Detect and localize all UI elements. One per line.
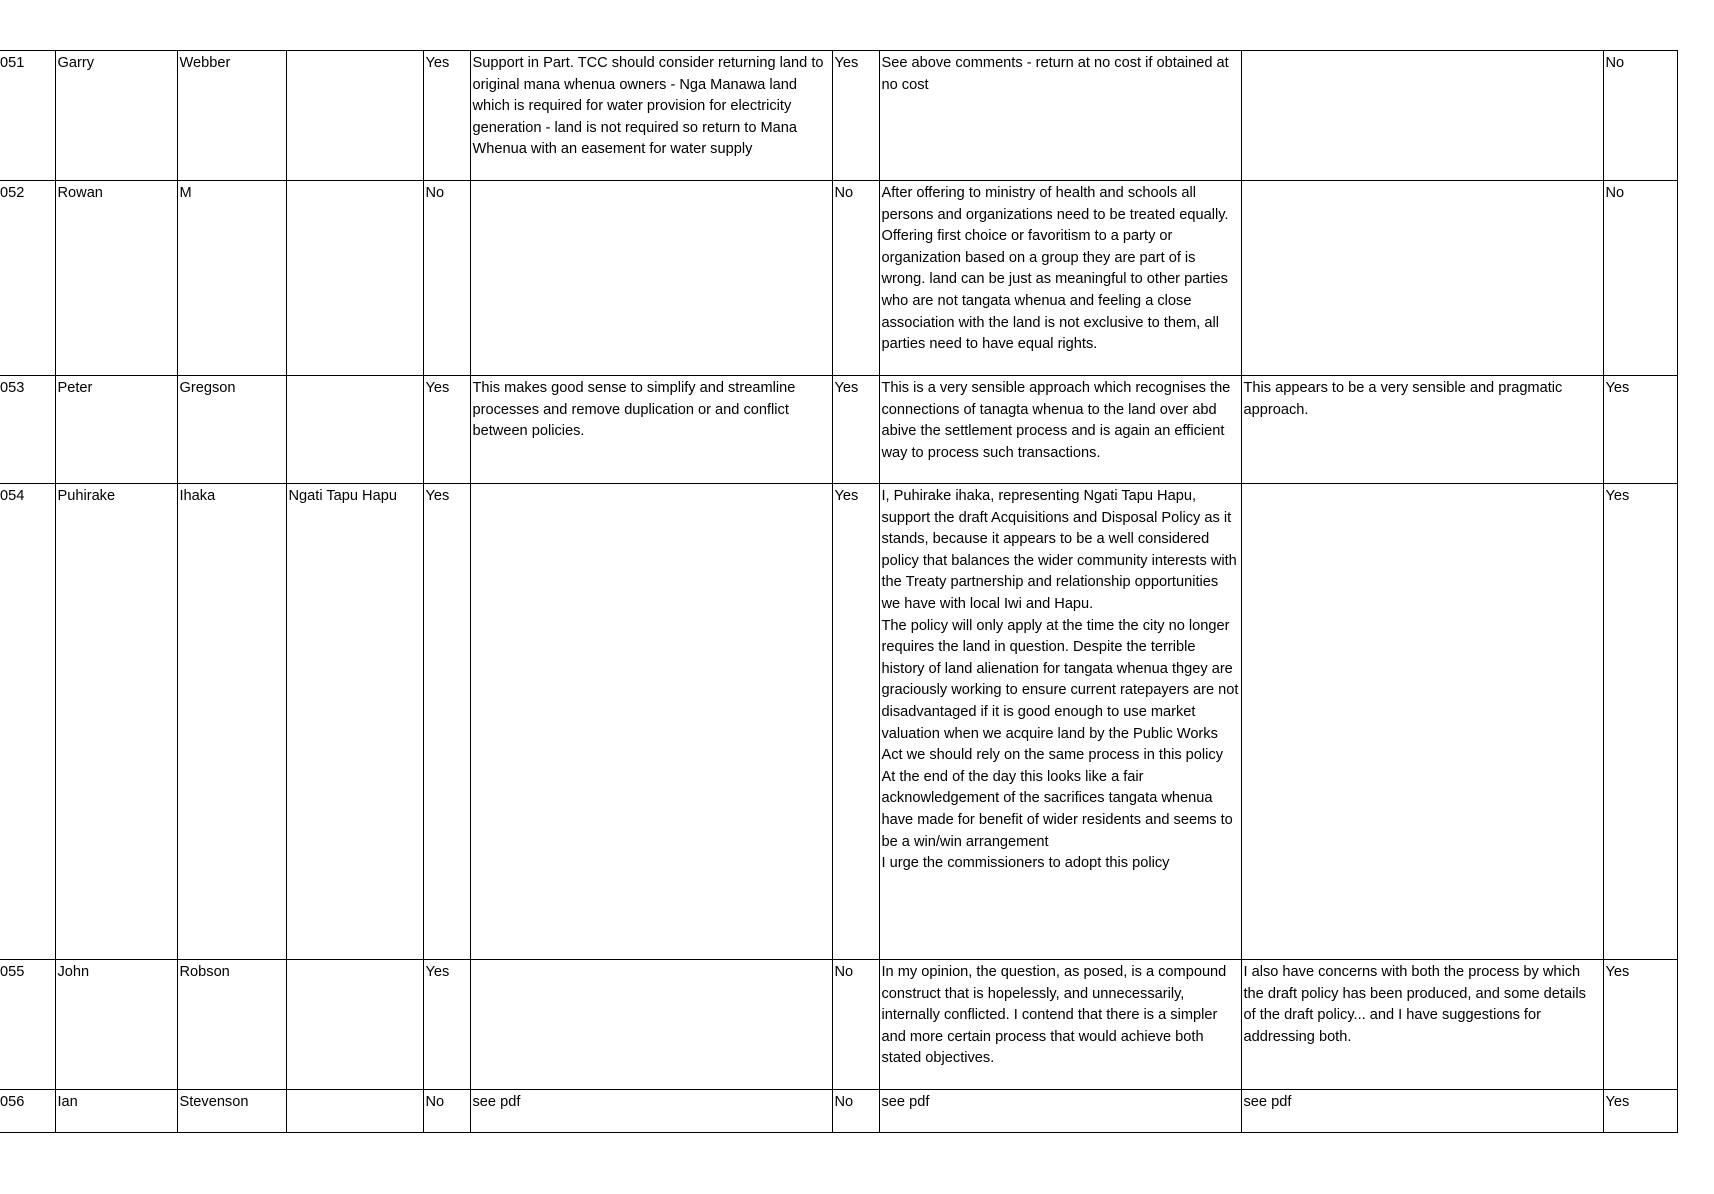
q4-answer: Yes: [1602, 1089, 1678, 1133]
q1-answer: No: [422, 180, 471, 376]
submission-id: 054: [0, 483, 56, 960]
q1-answer: Yes: [422, 959, 471, 1090]
q1-comment: [469, 483, 833, 960]
q3-comment: see pdf: [1240, 1089, 1604, 1133]
q2-answer: Yes: [831, 50, 880, 181]
q2-comment: After offering to ministry of health and…: [878, 180, 1242, 376]
q2-answer: Yes: [831, 483, 880, 960]
q2-comment: See above comments - return at no cost i…: [878, 50, 1242, 181]
last-name: Webber: [176, 50, 287, 181]
organisation: [285, 50, 424, 181]
q1-comment: see pdf: [469, 1089, 833, 1133]
q1-comment: [469, 959, 833, 1090]
first-name: Garry: [54, 50, 178, 181]
organisation: Ngati Tapu Hapu: [285, 483, 424, 960]
last-name: Ihaka: [176, 483, 287, 960]
q3-comment: [1240, 180, 1604, 376]
organisation: [285, 180, 424, 376]
last-name: Robson: [176, 959, 287, 1090]
q1-comment: This makes good sense to simplify and st…: [469, 375, 833, 484]
first-name: John: [54, 959, 178, 1090]
table-row: 055 John Robson Yes No In my opinion, th…: [0, 959, 1678, 1090]
first-name: Peter: [54, 375, 178, 484]
q4-answer: No: [1602, 50, 1678, 181]
q2-comment: In my opinion, the question, as posed, i…: [878, 959, 1242, 1090]
organisation: [285, 959, 424, 1090]
q2-comment: This is a very sensible approach which r…: [878, 375, 1242, 484]
q2-comment: I, Puhirake ihaka, representing Ngati Ta…: [878, 483, 1242, 960]
organisation: [285, 1089, 424, 1133]
q1-answer: Yes: [422, 375, 471, 484]
table-row: 054 Puhirake Ihaka Ngati Tapu Hapu Yes Y…: [0, 483, 1678, 960]
last-name: Gregson: [176, 375, 287, 484]
q3-comment: [1240, 50, 1604, 181]
q3-comment: [1240, 483, 1604, 960]
table-row: 052 Rowan M No No After offering to mini…: [0, 180, 1678, 376]
q1-answer: Yes: [422, 483, 471, 960]
submission-id: 055: [0, 959, 56, 1090]
q3-comment: I also have concerns with both the proce…: [1240, 959, 1604, 1090]
submissions-table: 051 Garry Webber Yes Support in Part. TC…: [0, 50, 1678, 1133]
table-row: 051 Garry Webber Yes Support in Part. TC…: [0, 50, 1678, 181]
submission-id: 052: [0, 180, 56, 376]
q1-comment: [469, 180, 833, 376]
q4-answer: Yes: [1602, 959, 1678, 1090]
q2-answer: No: [831, 180, 880, 376]
submission-id: 053: [0, 375, 56, 484]
last-name: Stevenson: [176, 1089, 287, 1133]
organisation: [285, 375, 424, 484]
q1-comment: Support in Part. TCC should consider ret…: [469, 50, 833, 181]
last-name: M: [176, 180, 287, 376]
submission-id: 051: [0, 50, 56, 181]
q4-answer: No: [1602, 180, 1678, 376]
first-name: Puhirake: [54, 483, 178, 960]
first-name: Ian: [54, 1089, 178, 1133]
table-row: 056 Ian Stevenson No see pdf No see pdf …: [0, 1089, 1678, 1133]
table-row: 053 Peter Gregson Yes This makes good se…: [0, 375, 1678, 484]
q3-comment: This appears to be a very sensible and p…: [1240, 375, 1604, 484]
submission-id: 056: [0, 1089, 56, 1133]
q1-answer: No: [422, 1089, 471, 1133]
q1-answer: Yes: [422, 50, 471, 181]
q2-comment: see pdf: [878, 1089, 1242, 1133]
q2-answer: No: [831, 959, 880, 1090]
q2-answer: Yes: [831, 375, 880, 484]
first-name: Rowan: [54, 180, 178, 376]
q4-answer: Yes: [1602, 483, 1678, 960]
q4-answer: Yes: [1602, 375, 1678, 484]
q2-answer: No: [831, 1089, 880, 1133]
